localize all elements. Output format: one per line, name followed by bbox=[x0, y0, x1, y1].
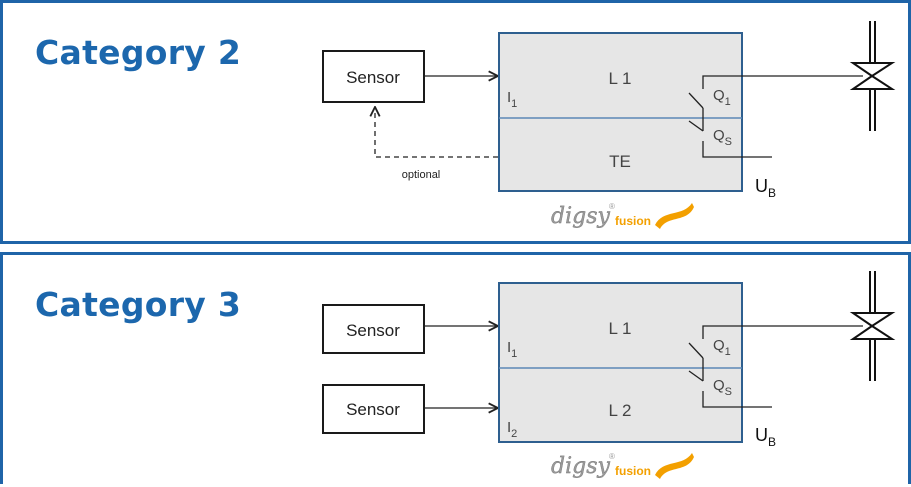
logic-block-label: L 1 bbox=[608, 319, 631, 338]
svg-text:fusion: fusion bbox=[615, 464, 651, 478]
supply-label: UB bbox=[755, 176, 776, 200]
optional-label: optional bbox=[402, 169, 441, 181]
svg-text:fusion: fusion bbox=[615, 214, 651, 228]
digsy-fusion-logo: digsy ® fusion bbox=[551, 202, 694, 229]
sensor-box: Sensor bbox=[322, 50, 425, 103]
logic-block-label: TE bbox=[609, 152, 631, 171]
logic-block-label: L 1 bbox=[608, 69, 631, 88]
svg-text:®: ® bbox=[609, 452, 615, 461]
output-label-q1: Q1 bbox=[713, 337, 731, 358]
svg-text:Sensor: Sensor bbox=[346, 321, 400, 340]
switch-qs bbox=[688, 118, 772, 158]
sensor-box: Sensor bbox=[322, 384, 425, 434]
supply-label: UB bbox=[755, 425, 776, 449]
input-label: I1 bbox=[507, 339, 517, 360]
logic-block-label: L 2 bbox=[608, 401, 631, 420]
controller-block: L 1 L 2 I1 I2 Q1 QS bbox=[498, 282, 743, 443]
category-2-panel: Category 2 Sensor optional L 1 TE I1 Q1 … bbox=[0, 0, 911, 244]
output-label-q1: Q1 bbox=[713, 87, 731, 108]
sensor-box: Sensor bbox=[322, 304, 425, 354]
controller-block: L 1 TE I1 Q1 QS bbox=[498, 32, 743, 192]
svg-text:Sensor: Sensor bbox=[346, 400, 400, 419]
switch-q1 bbox=[688, 75, 863, 118]
output-label-qs: QS bbox=[713, 377, 732, 398]
category-3-panel: Category 3 Sensor Sensor L 1 L 2 I1 I2 Q… bbox=[0, 252, 911, 484]
switch-q1 bbox=[688, 325, 863, 368]
svg-text:digsy: digsy bbox=[551, 204, 610, 229]
category-3-diagram: Sensor Sensor L 1 L 2 I1 I2 Q1 QS bbox=[322, 271, 896, 479]
optional-feedback-arrow bbox=[375, 107, 498, 158]
category-title: Category 3 bbox=[35, 285, 242, 324]
svg-text:Sensor: Sensor bbox=[346, 68, 400, 87]
output-label-qs: QS bbox=[713, 127, 732, 148]
category-title: Category 2 bbox=[35, 33, 242, 72]
svg-text:®: ® bbox=[609, 202, 615, 211]
input-label: I2 bbox=[507, 419, 517, 440]
category-2-diagram: Sensor optional L 1 TE I1 Q1 QS UB bbox=[322, 21, 896, 229]
digsy-fusion-logo: digsy ® fusion bbox=[551, 452, 694, 479]
valve-icon bbox=[849, 21, 896, 131]
switch-qs bbox=[688, 368, 772, 408]
svg-text:digsy: digsy bbox=[551, 454, 610, 479]
valve-icon bbox=[849, 271, 896, 381]
input-label: I1 bbox=[507, 89, 517, 110]
